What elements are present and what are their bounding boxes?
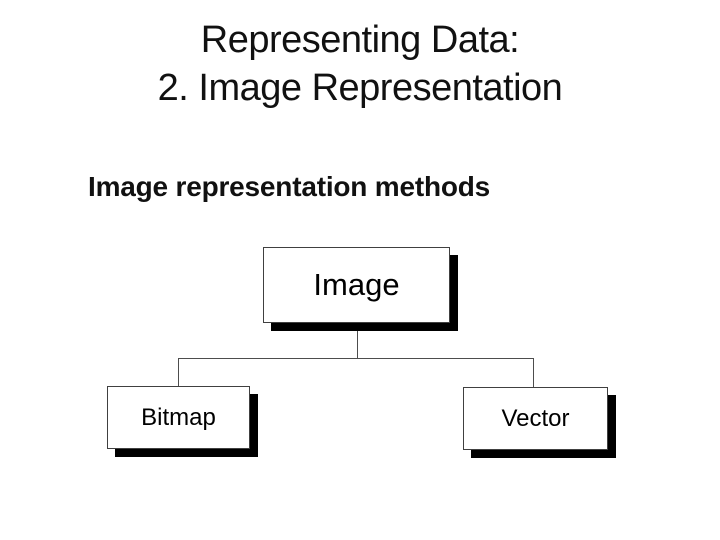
diagram-node-vector: Vector xyxy=(463,387,608,450)
slide-subtitle: Image representation methods xyxy=(88,171,491,202)
slide-title-line-1: Representing Data: xyxy=(200,19,520,61)
diagram-node-bitmap-label: Bitmap xyxy=(141,403,216,431)
diagram-node-bitmap: Bitmap xyxy=(107,386,250,449)
connector-bitmap-vertical xyxy=(178,358,179,387)
diagram-node-image-label: Image xyxy=(313,267,400,302)
diagram-node-image: Image xyxy=(263,247,450,323)
connector-horizontal xyxy=(178,358,534,359)
slide-title-line-2: 2. Image Representation xyxy=(157,67,563,109)
diagram-node-vector-label: Vector xyxy=(501,404,570,432)
connector-root-vertical xyxy=(357,331,358,358)
connector-vector-vertical xyxy=(533,358,534,388)
slide-title: Representing Data: 2. Image Representati… xyxy=(0,16,720,112)
